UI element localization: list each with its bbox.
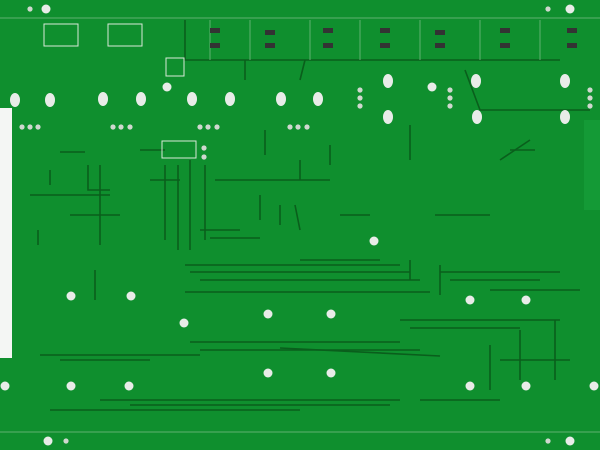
via [110,124,116,130]
mounting-hole [465,381,475,391]
oval-pad [225,92,235,106]
via [447,95,453,101]
mounting-hole [326,368,336,378]
mounting-hole [162,82,172,92]
mounting-hole [565,436,575,446]
via [304,124,310,130]
smd-component [323,28,333,33]
via [63,438,69,444]
via [127,124,133,130]
mounting-hole [126,291,136,301]
smd-component [435,43,445,48]
smd-component [265,43,275,48]
trace [299,59,306,81]
copper-traces [30,20,590,411]
mounting-hole [66,291,76,301]
via [27,6,33,12]
via [287,124,293,130]
trace [279,347,441,357]
oval-pad [98,92,108,106]
usb-connector-2 [107,23,143,47]
via [545,438,551,444]
via [357,95,363,101]
trace [87,165,110,191]
via [201,145,207,151]
mounting-hole [589,381,599,391]
via [357,87,363,93]
oval-pad [560,74,570,88]
oval-pad [10,93,20,107]
via [118,124,124,130]
smd-component [380,28,390,33]
via [19,124,25,130]
oval-pad [383,110,393,124]
via [447,87,453,93]
via [197,124,203,130]
smd-component [435,30,445,35]
mounting-hole [521,381,531,391]
via [205,124,211,130]
via [545,6,551,12]
mounting-hole [326,309,336,319]
oval-pad [313,92,323,106]
via [587,87,593,93]
smd-component [380,43,390,48]
smd-component [210,43,220,48]
via [447,103,453,109]
oval-pad [45,93,55,107]
trace [294,204,301,231]
smd-component [210,28,220,33]
via [587,95,593,101]
smd-component [500,43,510,48]
right-pad-area [584,120,600,210]
via [587,103,593,109]
edge-connector-strip [0,108,12,358]
via [295,124,301,130]
connector-outline [165,57,185,77]
oval-pad [136,92,146,106]
smd-component [567,28,577,33]
oval-pad [187,92,197,106]
smd-component [323,43,333,48]
via [27,124,33,130]
ic-outline [161,140,197,159]
via [357,103,363,109]
via [35,124,41,130]
mounting-hole [263,309,273,319]
mounting-hole [179,318,189,328]
mounting-hole [66,381,76,391]
mounting-hole [263,368,273,378]
mounting-hole [41,4,51,14]
oval-pad [383,74,393,88]
oval-pad [560,110,570,124]
via [201,154,207,160]
oval-pad [276,92,286,106]
mounting-hole [565,4,575,14]
trace [464,69,590,111]
silkscreen-outlines [43,23,197,159]
solder-pads [0,4,599,446]
mounting-hole [369,236,379,246]
mounting-hole [521,295,531,305]
oval-pad [472,110,482,124]
trace [184,20,560,61]
smd-component [567,43,577,48]
mounting-hole [427,82,437,92]
mounting-hole [124,381,134,391]
usb-connector-1 [43,23,79,47]
mounting-hole [0,381,10,391]
smd-component [500,28,510,33]
oval-pad [471,74,481,88]
smd-component [265,30,275,35]
mounting-hole [43,436,53,446]
via [214,124,220,130]
mounting-hole [465,295,475,305]
